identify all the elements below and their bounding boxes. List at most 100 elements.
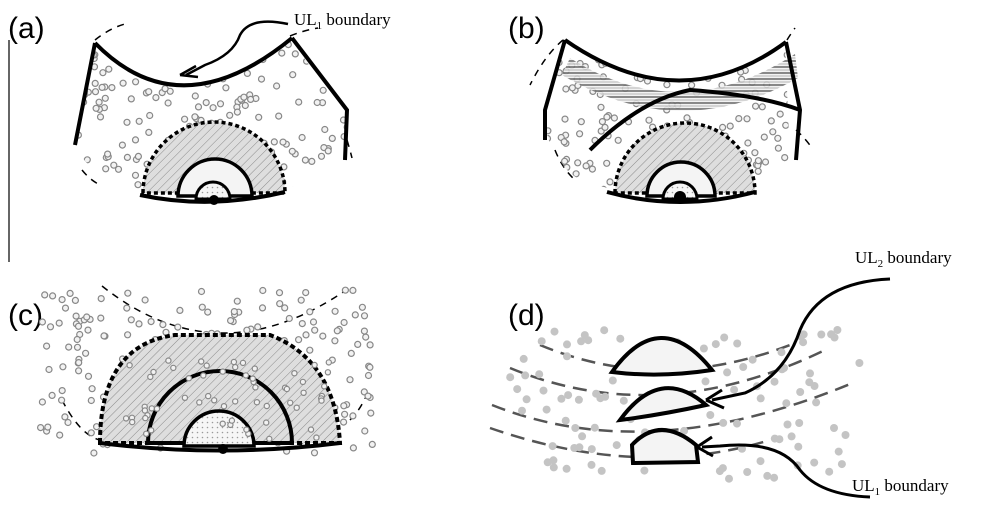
particle-dot	[99, 84, 105, 90]
particle-dot	[563, 340, 571, 348]
particle-dot	[274, 83, 280, 89]
particle-dot	[212, 398, 217, 403]
particle-dot	[157, 31, 163, 37]
particle-dot	[796, 388, 804, 396]
particle-dot	[540, 90, 546, 96]
particle-dot	[352, 312, 358, 318]
particle-dot	[562, 116, 568, 122]
particle-dot	[723, 368, 731, 376]
particle-dot	[299, 321, 305, 327]
panel-d-upper-lens	[612, 338, 712, 375]
particle-dot	[182, 116, 188, 122]
particle-dot	[142, 297, 148, 303]
particle-dot	[312, 362, 317, 367]
particle-dot	[322, 127, 328, 133]
particle-dot	[565, 189, 571, 195]
particle-dot	[629, 50, 635, 56]
particle-dot	[334, 328, 340, 334]
particle-dot	[784, 92, 790, 98]
particle-dot	[264, 420, 269, 425]
particle-dot	[770, 129, 776, 135]
particle-dot	[192, 93, 198, 99]
particle-dot	[124, 119, 130, 125]
panel-d-lower-lens	[632, 430, 698, 463]
particle-dot	[248, 96, 254, 102]
particle-dot	[143, 416, 148, 421]
particle-dot	[720, 124, 726, 130]
particle-dot	[218, 101, 224, 107]
particle-dot	[161, 32, 167, 38]
particle-dot	[255, 324, 261, 330]
particle-dot	[292, 371, 297, 376]
particle-dot	[335, 197, 341, 203]
particle-dot	[151, 369, 156, 374]
particle-dot	[109, 85, 115, 91]
particle-dot	[545, 191, 551, 197]
particle-dot	[90, 189, 96, 195]
particle-dot	[855, 359, 863, 367]
particle-dot	[199, 289, 205, 295]
particle-dot	[550, 463, 558, 471]
particle-dot	[591, 424, 599, 432]
particle-dot	[101, 184, 107, 190]
particle-dot	[615, 137, 621, 143]
particle-dot	[325, 370, 330, 375]
particle-dot	[362, 313, 368, 319]
particle-dot	[240, 360, 245, 365]
particle-dot	[543, 406, 551, 414]
particle-dot	[812, 398, 820, 406]
particle-dot	[207, 43, 213, 49]
particle-dot	[72, 297, 78, 303]
particle-dot	[186, 376, 191, 381]
particle-dot	[800, 46, 806, 52]
particle-dot	[744, 116, 750, 122]
particle-dot	[583, 163, 589, 169]
particle-dot	[563, 352, 571, 360]
particle-dot	[733, 420, 741, 428]
particle-dot	[277, 301, 283, 307]
particle-dot	[307, 43, 313, 49]
particle-dot	[800, 62, 806, 68]
particle-dot	[806, 369, 814, 377]
particle-dot	[128, 317, 134, 323]
particle-dot	[561, 139, 567, 145]
particle-dot	[93, 89, 99, 95]
particle-dot	[114, 27, 120, 33]
particle-dot	[319, 153, 325, 159]
particle-dot	[613, 441, 621, 449]
particle-dot	[771, 378, 779, 386]
particle-dot	[362, 428, 368, 434]
particle-dot	[770, 474, 778, 482]
particle-dot	[727, 123, 733, 129]
particle-dot	[540, 387, 548, 395]
particle-dot	[66, 344, 72, 350]
particle-dot	[39, 319, 45, 325]
panel-a-ul1-pointer	[186, 22, 288, 75]
particle-dot	[724, 55, 730, 61]
particle-dot	[307, 347, 313, 353]
particle-dot	[601, 186, 607, 192]
particle-dot	[577, 131, 583, 137]
particle-dot	[613, 40, 619, 46]
particle-dot	[49, 392, 55, 398]
particle-dot	[159, 55, 165, 61]
particle-dot	[59, 397, 65, 403]
particle-dot	[231, 359, 236, 364]
particle-dot	[312, 197, 318, 203]
particle-dot	[133, 172, 139, 178]
particle-dot	[801, 199, 807, 205]
particle-dot	[116, 200, 122, 206]
particle-dot	[342, 167, 348, 173]
particle-dot	[646, 117, 652, 123]
particle-dot	[63, 305, 69, 311]
particle-dot	[302, 157, 308, 163]
particle-dot	[125, 290, 131, 296]
particle-dot	[142, 68, 148, 74]
particle-dot	[205, 309, 211, 315]
particle-dot	[743, 468, 751, 476]
particle-dot	[292, 51, 298, 57]
particle-dot	[76, 360, 82, 366]
particle-dot	[718, 33, 724, 39]
particle-dot	[563, 465, 571, 473]
particle-dot	[702, 52, 708, 58]
